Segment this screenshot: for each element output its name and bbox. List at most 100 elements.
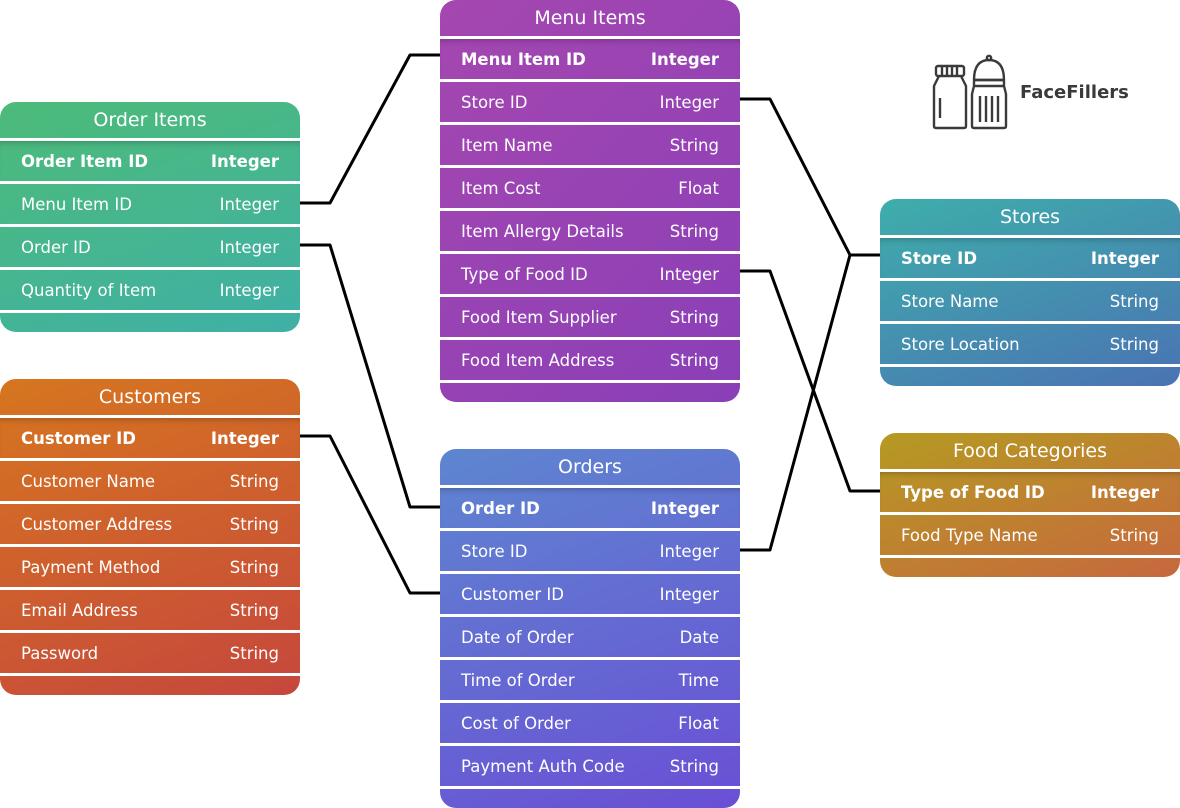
field-type: String (1109, 334, 1159, 354)
link-order-items-menu-item (298, 53, 442, 205)
field-type: Integer (659, 92, 719, 112)
field-type: Integer (219, 237, 279, 257)
field-type: Integer (219, 280, 279, 300)
field-type: String (669, 350, 719, 370)
primary-key-row: Customer ID Integer (0, 415, 300, 458)
field-name: Customer Name (21, 471, 156, 491)
field-type: Integer (659, 541, 719, 561)
table-footer (440, 380, 740, 402)
field-name: Email Address (21, 600, 138, 620)
link-menu-food-type (738, 269, 882, 493)
brand-logo: FaceFillers (930, 52, 1130, 132)
field-type: Integer (219, 194, 279, 214)
field-type: Date (679, 627, 719, 647)
field-type: Integer (659, 584, 719, 604)
field-name: Type of Food ID (461, 264, 588, 284)
table-title: Stores (999, 206, 1061, 228)
table-title: Orders (558, 456, 622, 478)
field-type: Integer (1090, 248, 1159, 268)
table-row: Customer ID Integer (440, 571, 740, 614)
field-type: String (669, 307, 719, 327)
field-type: String (1109, 525, 1159, 545)
field-type: Float (678, 178, 719, 198)
link-orders-store (738, 253, 882, 552)
table-row: Item Cost Float (440, 165, 740, 208)
field-name: Customer ID (461, 584, 564, 604)
brand-name: FaceFillers (1020, 81, 1129, 103)
field-name: Item Cost (461, 178, 541, 198)
field-type: String (229, 600, 279, 620)
table-row: Order ID Integer (0, 224, 300, 267)
field-type: String (229, 643, 279, 663)
field-name: Order ID (21, 237, 91, 257)
field-name: Food Type Name (901, 525, 1038, 545)
table-row: Food Item Supplier String (440, 294, 740, 337)
primary-key-row: Store ID Integer (880, 235, 1180, 278)
table-row: Store Location String (880, 321, 1180, 364)
table-row: Email Address String (0, 587, 300, 630)
table-row: Time of Order Time (440, 657, 740, 700)
field-type: Integer (210, 151, 279, 171)
table-title: Order Items (93, 109, 207, 131)
primary-key-row: Menu Item ID Integer (440, 36, 740, 79)
field-name: Payment Method (21, 557, 161, 577)
field-type: String (1109, 291, 1159, 311)
field-name: Order ID (461, 498, 540, 518)
field-type: String (229, 557, 279, 577)
table-row: Payment Method String (0, 544, 300, 587)
link-menu-store (738, 97, 882, 257)
table-row: Food Type Name String (880, 512, 1180, 555)
field-name: Customer ID (21, 428, 137, 448)
table-row: Payment Auth Code String (440, 743, 740, 786)
field-type: Integer (650, 49, 719, 69)
field-type: String (229, 514, 279, 534)
field-name: Customer Address (21, 514, 173, 534)
field-name: Menu Item ID (21, 194, 132, 214)
field-name: Time of Order (461, 670, 575, 690)
table-row: Store ID Integer (440, 528, 740, 571)
field-name: Store Name (901, 291, 999, 311)
field-name: Payment Auth Code (461, 756, 625, 776)
field-name: Order Item ID (21, 151, 149, 171)
field-name: Item Allergy Details (461, 221, 624, 241)
primary-key-row: Order ID Integer (440, 485, 740, 528)
field-type: Integer (650, 498, 719, 518)
table-row: Menu Item ID Integer (0, 181, 300, 224)
field-name: Menu Item ID (461, 49, 586, 69)
table-footer (880, 555, 1180, 577)
table-row: Store ID Integer (440, 79, 740, 122)
field-name: Date of Order (461, 627, 574, 647)
table-row: Quantity of Item Integer (0, 267, 300, 310)
salt-pepper-shakers-icon (932, 54, 1008, 130)
field-name: Store ID (461, 92, 528, 112)
field-type: Integer (210, 428, 279, 448)
field-name: Item Name (461, 135, 553, 155)
field-name: Store Location (901, 334, 1020, 354)
field-type: Time (678, 670, 719, 690)
field-type: String (669, 756, 719, 776)
link-customers-orders (298, 434, 442, 595)
field-name: Store ID (461, 541, 528, 561)
field-name: Food Item Supplier (461, 307, 617, 327)
field-type: Integer (1090, 482, 1159, 502)
table-title: Food Categories (952, 440, 1107, 462)
field-type: String (669, 221, 719, 241)
field-type: Integer (659, 264, 719, 284)
table-footer (0, 673, 300, 695)
field-name: Store ID (901, 248, 978, 268)
field-name: Quantity of Item (21, 280, 157, 300)
table-footer (0, 310, 300, 332)
table-title: Customers (98, 386, 202, 408)
